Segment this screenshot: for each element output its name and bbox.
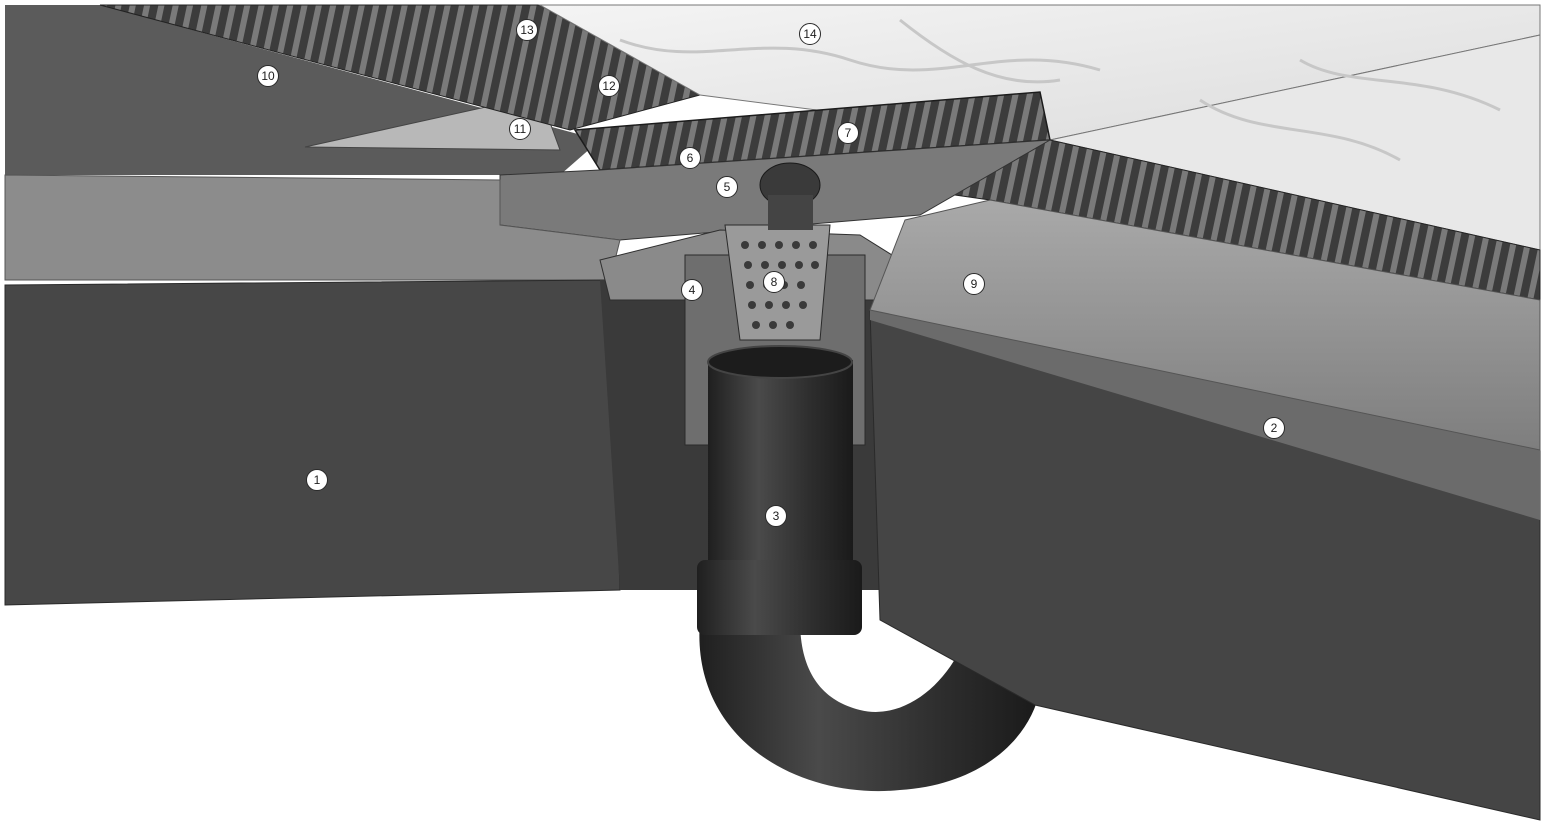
callout-marker-7: 7 <box>837 122 859 144</box>
pipe-mouth <box>707 345 853 379</box>
callout-marker-8: 8 <box>763 271 785 293</box>
trap-stem <box>768 195 813 230</box>
marble-veins <box>619 18 1501 162</box>
callout-marker-6: 6 <box>679 147 701 169</box>
pipe-elbow <box>699 620 1040 792</box>
callout-marker-9: 9 <box>963 273 985 295</box>
callout-marker-5: 5 <box>716 176 738 198</box>
callout-marker-2: 2 <box>1263 417 1285 439</box>
callout-marker-3: 3 <box>765 505 787 527</box>
callout-marker-14: 14 <box>799 23 821 45</box>
callout-marker-12: 12 <box>598 75 620 97</box>
screed-slab-right <box>869 199 1541 451</box>
callout-marker-11: 11 <box>509 118 531 140</box>
pipe-socket <box>697 560 862 635</box>
screed-slab-left <box>4 174 621 281</box>
concrete-block-right-top <box>870 310 1540 520</box>
callout-marker-10: 10 <box>257 65 279 87</box>
callout-marker-1: 1 <box>306 469 328 491</box>
concrete-block-left <box>4 279 621 606</box>
callout-marker-13: 13 <box>516 19 538 41</box>
callout-marker-4: 4 <box>681 279 703 301</box>
